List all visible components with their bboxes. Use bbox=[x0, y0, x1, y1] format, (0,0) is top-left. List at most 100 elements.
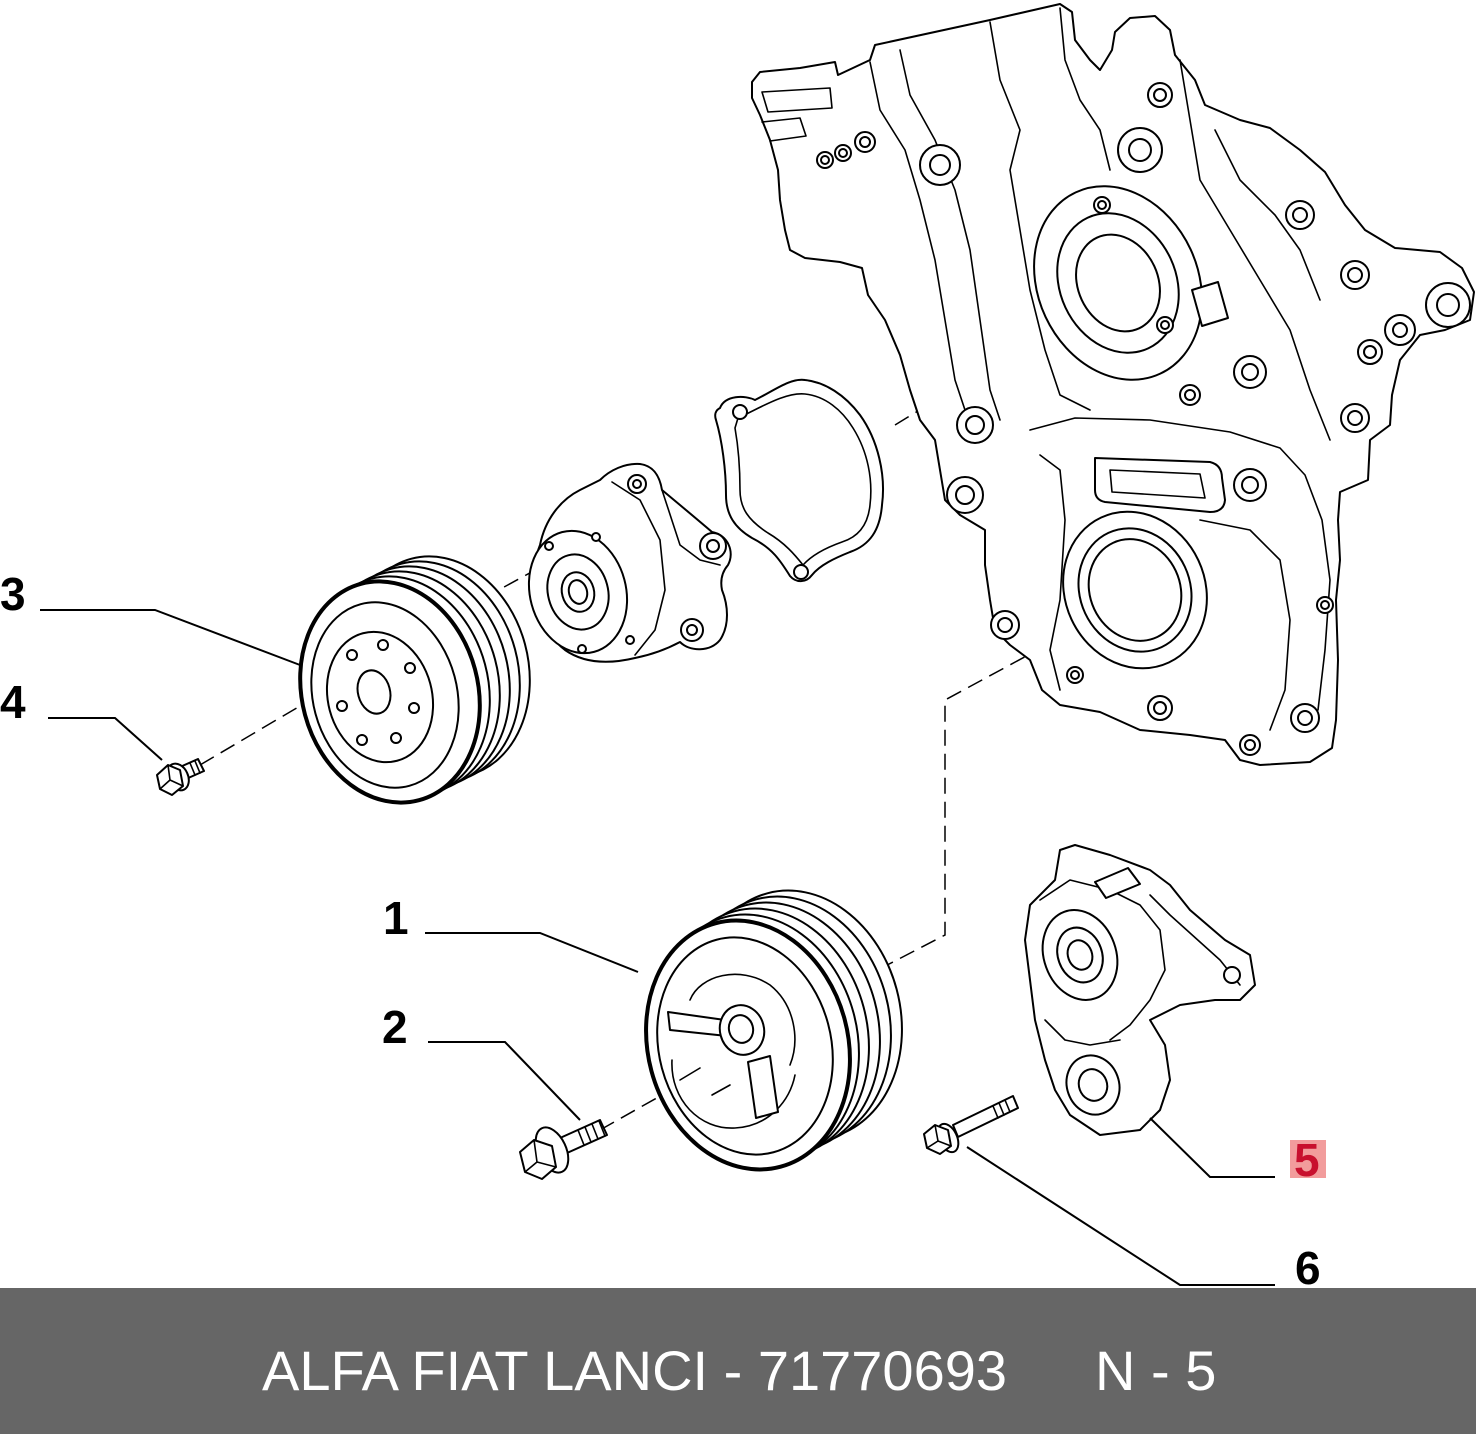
pulley-bolt-hole bbox=[408, 702, 420, 714]
callout-leaders bbox=[40, 609, 1275, 1286]
cover-rib bbox=[1179, 59, 1331, 441]
pump-flange-hole bbox=[577, 644, 587, 654]
bolt-boss bbox=[1066, 666, 1084, 684]
cover-bracket bbox=[761, 87, 833, 113]
belt-tensioner bbox=[1024, 844, 1256, 1136]
tensioner-bolt bbox=[923, 1095, 1019, 1155]
bolt-hex-edge bbox=[926, 1124, 952, 1149]
leader-3 bbox=[40, 609, 301, 666]
callout-5-highlight bbox=[1290, 1140, 1326, 1178]
water-pump-pulley bbox=[298, 555, 531, 805]
bolt-boss bbox=[946, 476, 984, 514]
pump-mount-boss bbox=[680, 618, 704, 642]
pump-mount-boss bbox=[627, 474, 647, 494]
pump-mount-boss bbox=[699, 532, 727, 560]
gasket-bolt-hole bbox=[732, 404, 748, 420]
pulley-bolt-hole bbox=[390, 732, 402, 744]
timing-cover bbox=[751, 3, 1475, 766]
bolt-boss bbox=[854, 131, 876, 153]
water-pump bbox=[527, 462, 732, 663]
pulley-bolt-small bbox=[156, 758, 205, 796]
callout-4[interactable]: 4 bbox=[0, 676, 26, 728]
callout-1[interactable]: 1 bbox=[383, 892, 409, 944]
callout-2[interactable]: 2 bbox=[382, 1001, 408, 1053]
callout-3[interactable]: 3 bbox=[0, 568, 26, 620]
cover-rib bbox=[1059, 7, 1111, 171]
gasket-inner-edge bbox=[734, 393, 872, 566]
callout-6[interactable]: 6 bbox=[1295, 1242, 1321, 1294]
tensioner-pivot bbox=[1041, 909, 1119, 1001]
bolt-hex-head bbox=[519, 1139, 557, 1180]
cover-tab bbox=[761, 117, 807, 142]
bolt-boss bbox=[1384, 314, 1416, 346]
tensioner-body bbox=[1024, 844, 1256, 1136]
bolt-boss bbox=[1156, 316, 1174, 334]
bolt-thread bbox=[577, 1120, 606, 1146]
bolt-boss bbox=[1340, 260, 1370, 290]
water-pump-web bbox=[661, 489, 721, 566]
bolt-boss bbox=[1147, 82, 1173, 108]
cover-lower-flange bbox=[1029, 417, 1331, 711]
axis-pulley1-bolt2 bbox=[599, 1094, 663, 1131]
bolt-boss bbox=[1233, 355, 1267, 389]
cover-rib bbox=[899, 49, 1001, 421]
bolt-boss bbox=[1340, 403, 1370, 433]
tensioner-arm-edge bbox=[1039, 879, 1166, 1041]
cover-rectangular-rib bbox=[1094, 457, 1226, 513]
footer-bar: ALFA FIAT LANCI - 71770693 N - 5 bbox=[0, 1288, 1476, 1434]
tensioner-idler-pulley bbox=[1065, 1054, 1121, 1116]
pulley-web-line bbox=[679, 1067, 731, 1096]
bolt-thread bbox=[189, 760, 201, 776]
bolt-boss bbox=[919, 144, 961, 186]
pulley-bolt-hole bbox=[336, 700, 348, 712]
bolt-hex-edge bbox=[524, 1139, 557, 1173]
pulley-web-arc bbox=[671, 1059, 796, 1129]
bolt-hex-edge bbox=[159, 764, 184, 790]
bolt-boss bbox=[1290, 703, 1320, 733]
pump-flange-hole bbox=[544, 541, 554, 551]
opening-hole bbox=[1075, 233, 1161, 333]
bolt-boss bbox=[1179, 384, 1201, 406]
leader-1 bbox=[425, 932, 639, 973]
cover-bolt-bosses bbox=[816, 82, 1471, 756]
cover-crank-seal bbox=[1062, 510, 1208, 670]
water-pump-web bbox=[611, 481, 666, 656]
tensioner-mount-hole bbox=[1223, 966, 1241, 984]
idler-bore bbox=[1077, 1068, 1109, 1102]
bolt-boss bbox=[1425, 282, 1471, 328]
cover-lower-rib bbox=[1039, 454, 1066, 691]
bolt-boss bbox=[1316, 596, 1334, 614]
cover-rectangular-rib-inner bbox=[1109, 469, 1206, 499]
bolt-boss bbox=[1093, 196, 1111, 214]
water-pump-hub bbox=[527, 529, 629, 655]
bolt-boss bbox=[1117, 127, 1163, 173]
bolt-boss bbox=[1147, 695, 1173, 721]
leader-6 bbox=[966, 1146, 1275, 1286]
pulley-center-bore bbox=[356, 669, 392, 715]
tensioner-arm-edge bbox=[1044, 1019, 1121, 1046]
pulley-center-bore bbox=[727, 1014, 755, 1044]
bolt-boss bbox=[1239, 734, 1261, 756]
cover-lower-rib bbox=[1199, 519, 1291, 731]
bolt-shank bbox=[952, 1095, 1019, 1138]
bolt-thread bbox=[992, 1099, 1011, 1119]
footer-reference: N - 5 bbox=[1095, 1339, 1216, 1402]
pulley-bolt-hole bbox=[377, 639, 389, 651]
timing-cover-outline bbox=[751, 3, 1475, 766]
pivot-bore bbox=[1066, 939, 1094, 971]
callouts: 1 2 3 4 5 6 bbox=[0, 568, 1326, 1294]
axis-bolt4-pulley3 bbox=[199, 705, 301, 766]
footer-background bbox=[0, 1288, 1476, 1434]
cover-rib bbox=[869, 61, 966, 411]
callout-5[interactable]: 5 bbox=[1294, 1134, 1320, 1186]
bolt-boss bbox=[1285, 200, 1315, 230]
hub-bore bbox=[567, 579, 589, 605]
bolt-boss bbox=[816, 151, 834, 169]
footer-part-info: ALFA FIAT LANCI - 71770693 bbox=[262, 1339, 1007, 1402]
bolt-boss bbox=[1357, 339, 1383, 365]
pulley-bolt-hole bbox=[404, 662, 416, 674]
pump-flange-hole bbox=[591, 532, 601, 542]
pulley-bolt-hole bbox=[356, 734, 368, 746]
seal-hole bbox=[1087, 538, 1183, 642]
